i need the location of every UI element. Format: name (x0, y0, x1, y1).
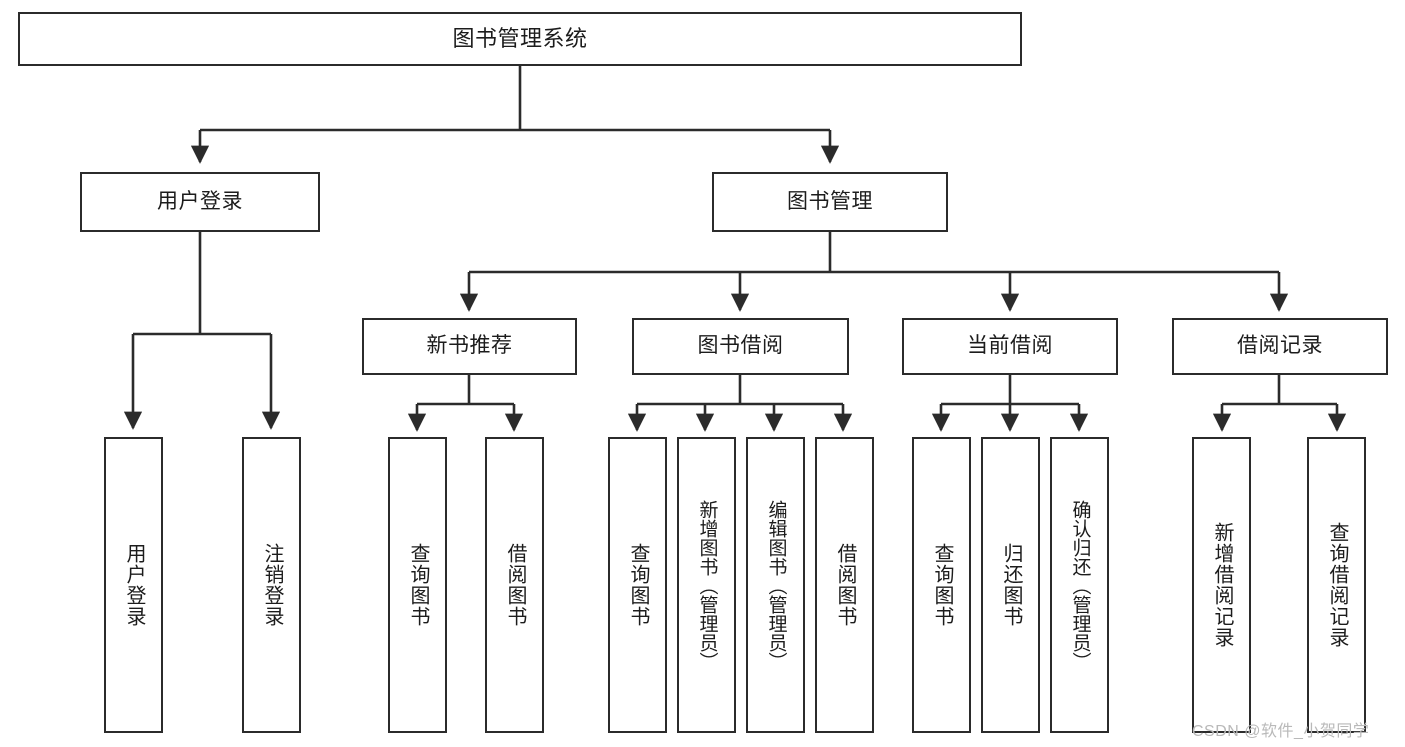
node-label: 归还图书 (1000, 543, 1022, 627)
leaf-logout-login[interactable]: 注销登录 (242, 437, 301, 733)
node-label: 当前借阅 (967, 334, 1053, 358)
node-label: 新增图书（管理员） (696, 499, 718, 671)
node-label: 图书借阅 (697, 334, 784, 358)
node-label: 图书管理 (787, 189, 873, 213)
node-label: 新书推荐 (426, 334, 513, 358)
node-user-login[interactable]: 用户登录 (80, 172, 320, 232)
node-book-manage[interactable]: 图书管理 (712, 172, 948, 232)
node-borrow-record[interactable]: 借阅记录 (1172, 318, 1388, 375)
leaf-edit-book[interactable]: 编辑图书（管理员） (746, 437, 805, 733)
leaf-add-record[interactable]: 新增借阅记录 (1192, 437, 1251, 733)
node-current-borrow[interactable]: 当前借阅 (902, 318, 1118, 375)
node-label: 新增借阅记录 (1211, 522, 1233, 648)
node-label: 查询图书 (931, 543, 953, 627)
node-new-book-rec[interactable]: 新书推荐 (362, 318, 577, 375)
node-book-borrow[interactable]: 图书借阅 (632, 318, 849, 375)
node-label: 编辑图书（管理员） (765, 499, 787, 671)
leaf-borrow-book-borrow[interactable]: 借阅图书 (815, 437, 874, 733)
node-label: 注销登录 (261, 543, 283, 627)
node-label: 用户登录 (157, 189, 243, 213)
leaf-query-book-current[interactable]: 查询图书 (912, 437, 971, 733)
node-root-system[interactable]: 图书管理系统 (18, 12, 1022, 66)
node-label: 查询图书 (627, 543, 649, 627)
node-label: 确认归还（管理员） (1069, 499, 1091, 671)
node-label: 用户登录 (123, 543, 145, 627)
leaf-add-book[interactable]: 新增图书（管理员） (677, 437, 736, 733)
node-label: 借阅记录 (1237, 334, 1323, 358)
leaf-return-book[interactable]: 归还图书 (981, 437, 1040, 733)
node-label: 借阅图书 (504, 543, 526, 627)
leaf-query-record[interactable]: 查询借阅记录 (1307, 437, 1366, 733)
node-label: 查询借阅记录 (1326, 522, 1348, 648)
leaf-query-book-borrow[interactable]: 查询图书 (608, 437, 667, 733)
node-label: 图书管理系统 (452, 26, 588, 52)
leaf-confirm-return[interactable]: 确认归还（管理员） (1050, 437, 1109, 733)
csdn-watermark: CSDN @软件_小贺同学 (1192, 723, 1370, 740)
leaf-borrow-book-new-rec[interactable]: 借阅图书 (485, 437, 544, 733)
node-label: 借阅图书 (834, 543, 856, 627)
leaf-query-book-new-rec[interactable]: 查询图书 (388, 437, 447, 733)
node-label: 查询图书 (407, 543, 429, 627)
leaf-user-login[interactable]: 用户登录 (104, 437, 163, 733)
